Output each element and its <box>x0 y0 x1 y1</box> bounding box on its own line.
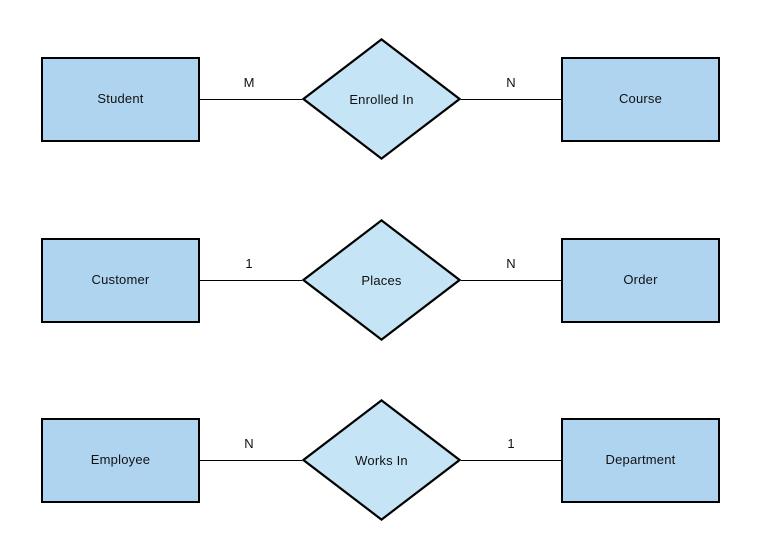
relationship-diamond-works-in[interactable]: Works In <box>302 399 461 521</box>
connector-line-left <box>200 99 302 100</box>
connector-line-right <box>461 280 561 281</box>
entity-box-order[interactable]: Order <box>561 238 720 323</box>
entity-box-customer[interactable]: Customer <box>41 238 200 323</box>
diamond-shape-icon <box>302 219 461 341</box>
entity-label: Student <box>97 91 144 107</box>
entity-label: Order <box>623 272 658 288</box>
cardinality-label-right: 1 <box>507 436 515 451</box>
er-relationship-row: Employee N Works In 1 Department <box>0 399 761 539</box>
er-relationship-row: Student M Enrolled In N Course <box>0 38 761 178</box>
er-relationship-row: Customer 1 Places N Order <box>0 219 761 359</box>
entity-box-employee[interactable]: Employee <box>41 418 200 503</box>
entity-box-student[interactable]: Student <box>41 57 200 142</box>
cardinality-label-right: N <box>506 75 516 90</box>
entity-label: Course <box>618 91 663 107</box>
connector-line-right <box>461 99 561 100</box>
relationship-diamond-places[interactable]: Places <box>302 219 461 341</box>
relationship-diamond-enrolled-in[interactable]: Enrolled In <box>302 38 461 160</box>
cardinality-label-left: M <box>243 75 255 90</box>
connector-line-left <box>200 460 302 461</box>
entity-label: Employee <box>90 452 151 468</box>
entity-label: Customer <box>91 272 150 288</box>
diamond-shape-icon <box>302 399 461 521</box>
cardinality-label-right: N <box>506 256 516 271</box>
cardinality-label-left: N <box>244 436 254 451</box>
cardinality-label-left: 1 <box>245 256 253 271</box>
entity-label: Department <box>605 452 676 468</box>
diamond-shape-icon <box>302 38 461 160</box>
connector-line-right <box>461 460 561 461</box>
connector-line-left <box>200 280 302 281</box>
entity-box-department[interactable]: Department <box>561 418 720 503</box>
entity-box-course[interactable]: Course <box>561 57 720 142</box>
